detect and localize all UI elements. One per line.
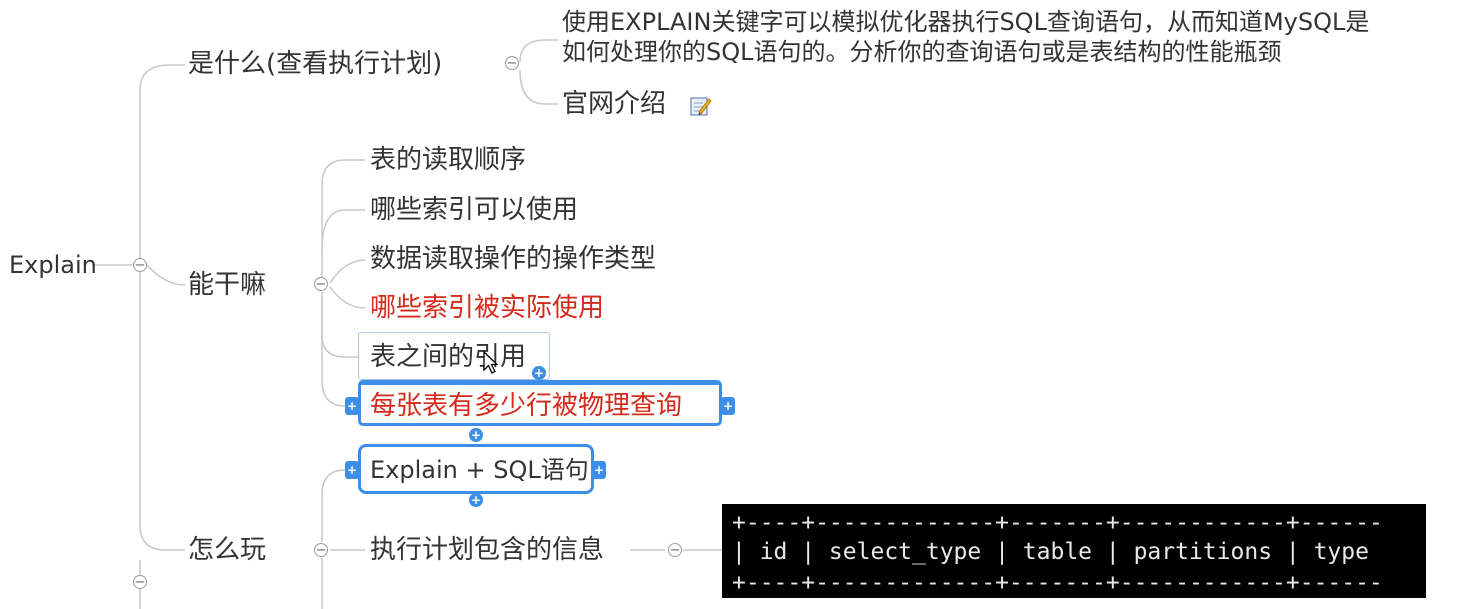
how-item-label: 执行计划包含的信息 (370, 535, 605, 565)
left-resize-handle-icon[interactable]: + (345, 461, 359, 479)
can-do-item-highlighted[interactable]: 哪些索引被实际使用 (370, 293, 604, 323)
connector-desc (519, 39, 558, 63)
root-collapse-icon[interactable]: − (133, 258, 147, 273)
connector-what (139, 64, 185, 272)
right-resize-handle-icon[interactable]: + (721, 397, 735, 415)
right-resize-handle-icon[interactable]: + (592, 461, 606, 479)
plan-info-collapse-icon[interactable]: − (668, 543, 682, 558)
connector-can-do (146, 264, 186, 286)
can-do-collapse-icon[interactable]: − (314, 277, 328, 292)
can-do-item[interactable]: 表的读取顺序 (370, 145, 526, 175)
what-description[interactable]: 使用EXPLAIN关键字可以模拟优化器执行SQL查询语句，从而知道MySQL是 … (562, 7, 1369, 67)
selected-topic-frame (358, 380, 722, 426)
can-do-item-label: 表的读取顺序 (370, 145, 527, 175)
how-item-plan-info[interactable]: 执行计划包含的信息 (370, 535, 604, 565)
terminal-bottom-border: +----+-------------+-------+------------… (732, 570, 1383, 596)
hovered-topic-frame (358, 332, 550, 380)
can-do-item-label: 哪些索引可以使用 (370, 195, 579, 225)
selected-topic-frame (358, 444, 594, 494)
can-do-item[interactable]: 数据读取操作的操作类型 (370, 244, 656, 274)
can-do-item[interactable]: 哪些索引可以使用 (370, 195, 578, 225)
left-resize-handle-icon[interactable]: + (345, 397, 359, 415)
topic-can-do-label: 能干嘛 (188, 270, 267, 300)
add-topic-handle-icon[interactable]: + (469, 493, 483, 507)
description-line-2: 如何处理你的SQL语句的。分析你的查询语句或是表结构的性能瓶颈 (562, 38, 1282, 66)
terminal-header-row: | id | select_type | table | partitions … (732, 539, 1369, 565)
official-link-label: 官网介绍 (562, 89, 667, 119)
topic-what-label: 是什么(查看执行计划) (188, 49, 443, 79)
root-topic[interactable]: Explain (9, 251, 97, 279)
trunk-collapse-icon[interactable]: − (133, 575, 147, 590)
official-link-topic[interactable]: 官网介绍 (562, 89, 666, 119)
terminal-top-border: +----+-------------+-------+------------… (732, 510, 1383, 536)
can-do-item-selected[interactable]: 每张表有多少行被物理查询 (370, 391, 682, 421)
add-topic-handle-icon[interactable]: + (469, 428, 483, 442)
root-label: Explain (9, 251, 97, 279)
can-do-item-label: 每张表有多少行被物理查询 (370, 391, 683, 421)
how-collapse-icon[interactable]: − (314, 543, 328, 558)
topic-how-label: 怎么玩 (188, 535, 267, 565)
topic-what[interactable]: 是什么(查看执行计划) (188, 49, 442, 79)
mouse-cursor-icon (483, 350, 499, 374)
topic-how[interactable]: 怎么玩 (188, 535, 266, 565)
edit-note-icon[interactable] (690, 95, 712, 117)
can-do-item-label: 哪些索引被实际使用 (370, 293, 605, 323)
connector-link (519, 69, 558, 105)
how-item-explain-sql[interactable]: Explain + SQL语句 (370, 455, 589, 485)
can-do-item-hovered[interactable]: 表之间的引用 (370, 342, 526, 372)
topic-can-do[interactable]: 能干嘛 (188, 270, 266, 300)
add-topic-handle-icon[interactable]: + (532, 366, 546, 380)
how-item-label: Explain + SQL语句 (370, 456, 589, 484)
can-do-item-label: 表之间的引用 (370, 342, 527, 372)
what-collapse-icon[interactable]: − (505, 56, 519, 71)
connector-how (139, 272, 185, 551)
description-line-1: 使用EXPLAIN关键字可以模拟优化器执行SQL查询语句，从而知道MySQL是 (562, 8, 1370, 36)
can-do-item-label: 数据读取操作的操作类型 (370, 244, 657, 274)
explain-output-image: +----+-------------+-------+------------… (722, 504, 1426, 598)
